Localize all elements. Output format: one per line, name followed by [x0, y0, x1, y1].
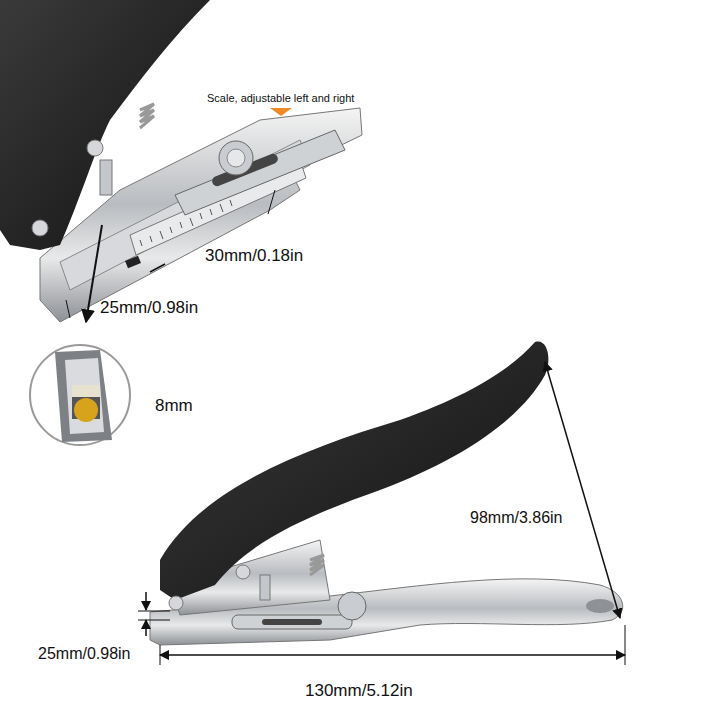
hole-size-label: 8mm	[155, 396, 193, 416]
scale-note: Scale, adjustable left and right	[207, 92, 354, 105]
dimension-label: 30mm/0.18in	[205, 246, 303, 266]
dimension-label: 98mm/3.86in	[470, 509, 563, 527]
dimension-label: 25mm/0.98in	[38, 645, 131, 663]
dimension-label: 25mm/0.98in	[100, 298, 198, 318]
dimension-label: 130mm/5.12in	[305, 681, 413, 701]
